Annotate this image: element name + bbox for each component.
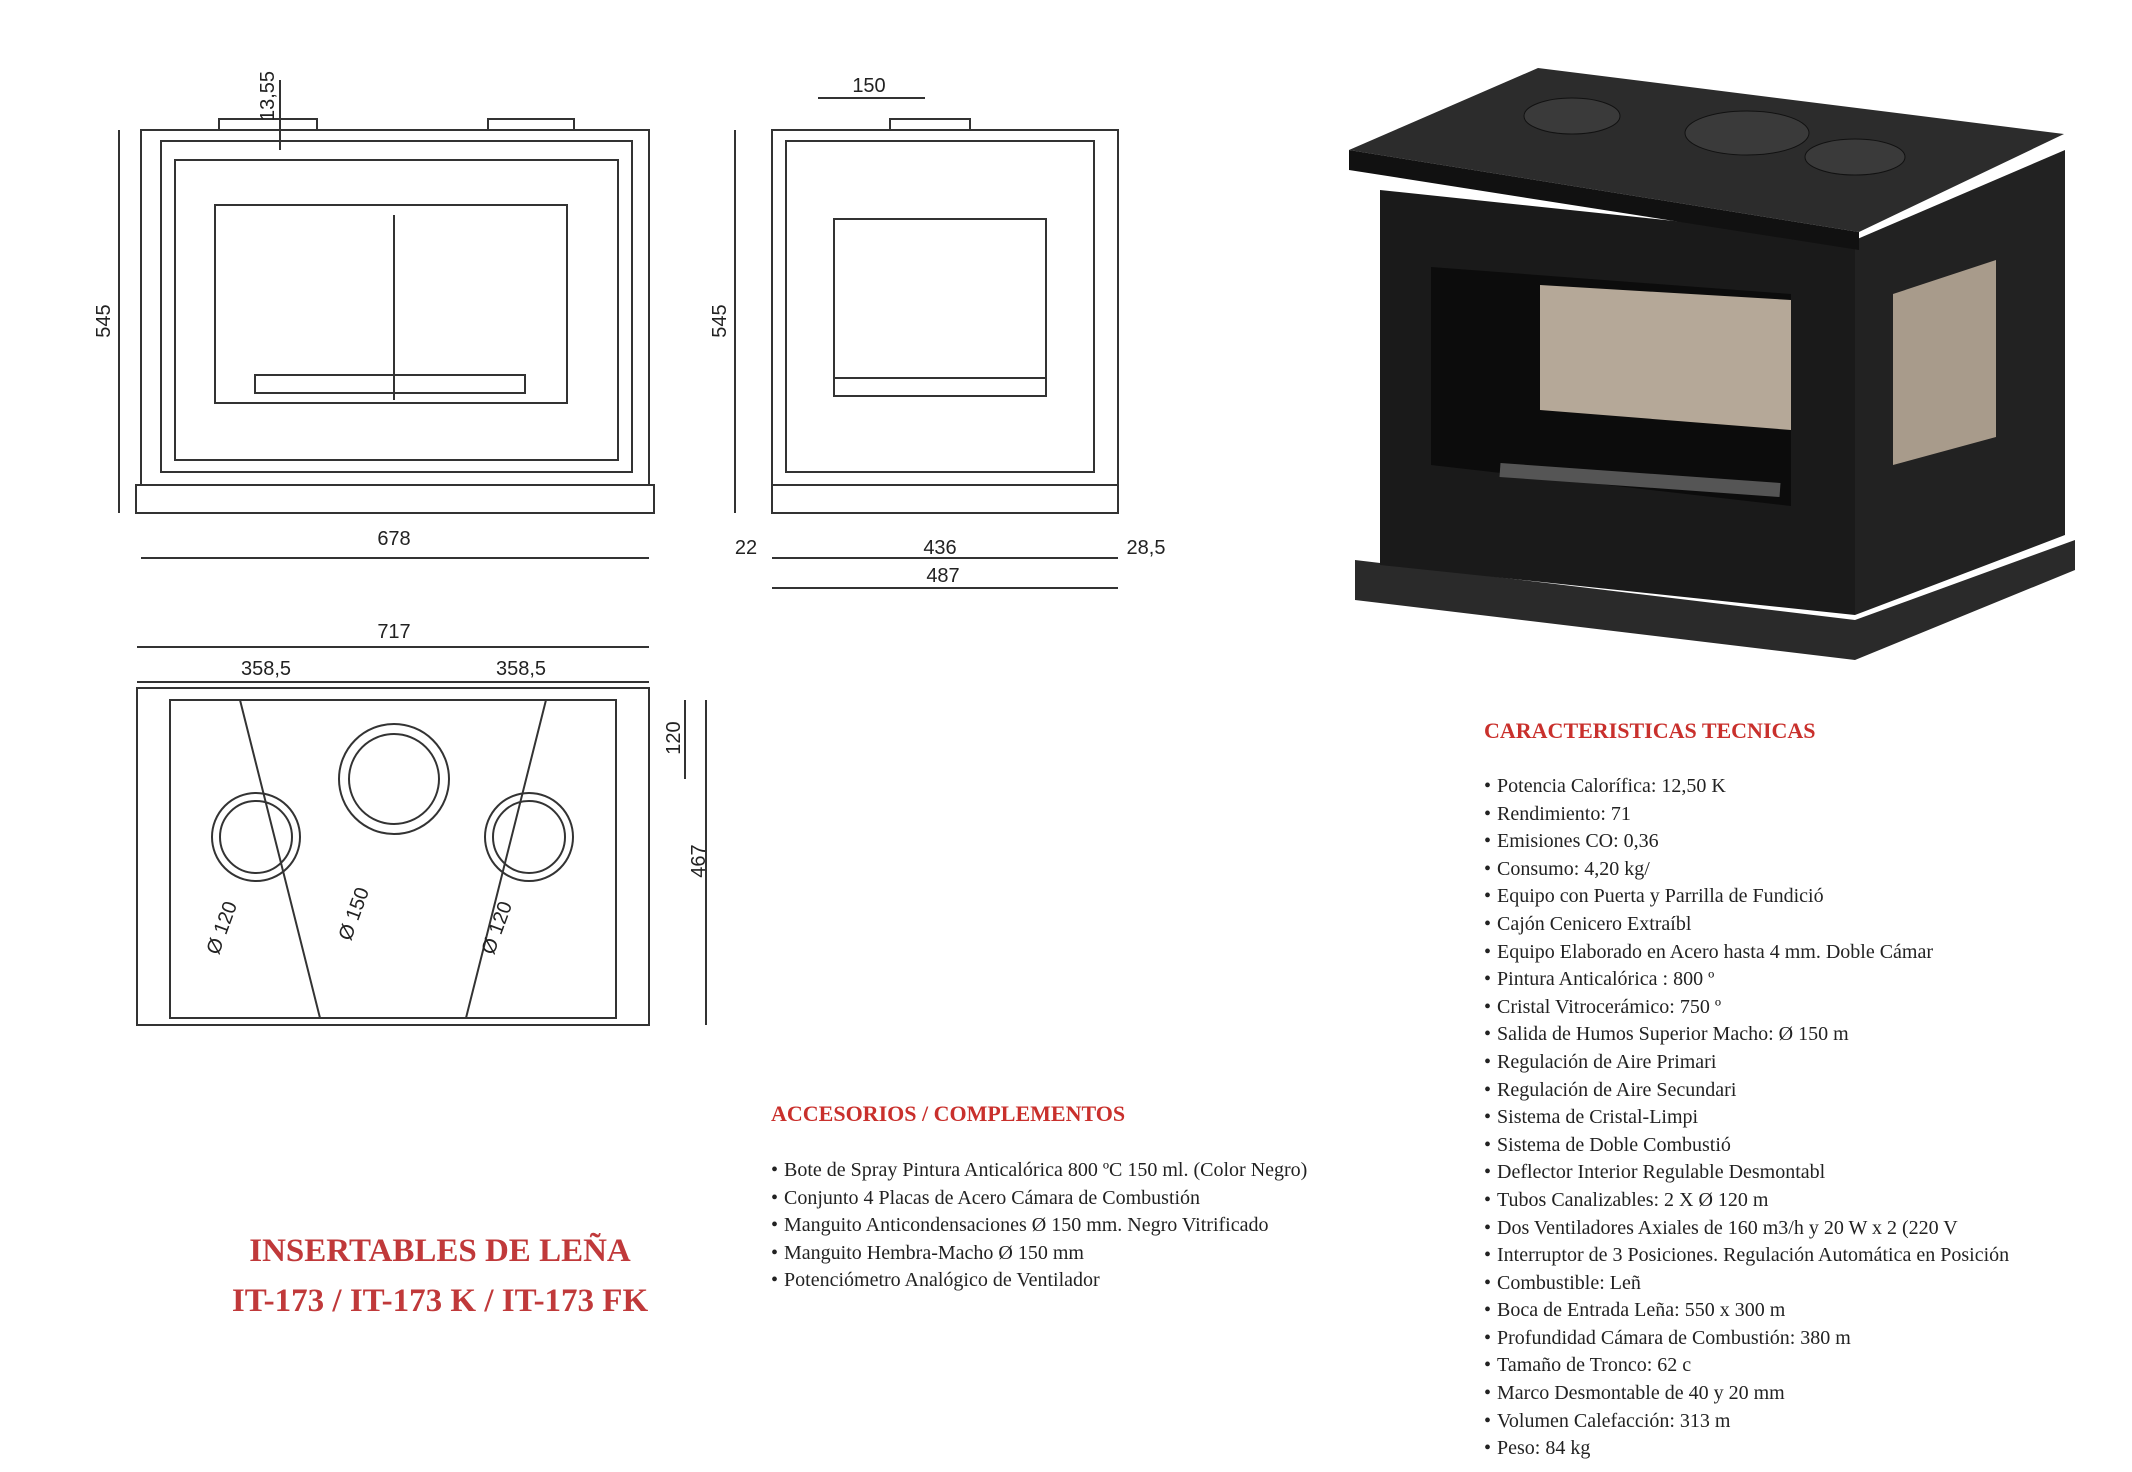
list-item: Sistema de Doble Combustió <box>1484 1132 2009 1160</box>
list-item: Potenciómetro Analógico de Ventilador <box>771 1267 1307 1295</box>
list-item: Dos Ventiladores Axiales de 160 m3/h y 2… <box>1484 1215 2009 1243</box>
dim-front-width: 678 <box>377 528 410 550</box>
list-item: Salida de Humos Superior Macho: Ø 150 m <box>1484 1021 2009 1049</box>
list-item: Consumo: 4,20 kg/ <box>1484 856 2009 884</box>
list-item: Potencia Calorífica: 12,50 K <box>1484 773 2009 801</box>
list-item: Pintura Anticalórica : 800 º <box>1484 966 2009 994</box>
list-item: Tubos Canalizables: 2 X Ø 120 m <box>1484 1187 2009 1215</box>
list-item: Emisiones CO: 0,36 <box>1484 828 2009 856</box>
list-item: Manguito Anticondensaciones Ø 150 mm. Ne… <box>771 1212 1307 1240</box>
dim-side-body: 436 <box>923 537 956 559</box>
dim-front-top-offset: 13,55 <box>257 71 279 121</box>
list-item: Regulación de Aire Secundari <box>1484 1077 2009 1105</box>
dim-top-d-left: Ø 120 <box>203 899 242 958</box>
list-item: Volumen Calefacción: 313 m <box>1484 1408 2009 1436</box>
product-title: INSERTABLES DE LEÑA <box>249 1233 631 1269</box>
dim-top-d-right: Ø 120 <box>478 899 517 958</box>
dim-side-right: 28,5 <box>1127 537 1166 559</box>
dim-side-left: 22 <box>735 537 757 559</box>
dim-side-flue: 150 <box>852 75 885 97</box>
list-item: Cristal Vitrocerámico: 750 º <box>1484 994 2009 1022</box>
specs-list: Potencia Calorífica: 12,50 KRendimiento:… <box>1484 773 2009 1463</box>
list-item: Tamaño de Tronco: 62 c <box>1484 1352 2009 1380</box>
list-item: Profundidad Cámara de Combustión: 380 m <box>1484 1325 2009 1353</box>
dim-top-d-center: Ø 150 <box>335 885 374 944</box>
dim-top-offset: 120 <box>663 721 685 754</box>
list-item: Regulación de Aire Primari <box>1484 1049 2009 1077</box>
list-item: Rendimiento: 71 <box>1484 801 2009 829</box>
list-item: Interruptor de 3 Posiciones. Regulación … <box>1484 1242 2009 1270</box>
list-item: Equipo Elaborado en Acero hasta 4 mm. Do… <box>1484 939 2009 967</box>
dim-side-total: 487 <box>926 565 959 587</box>
accessories-heading: ACCESORIOS / COMPLEMENTOS <box>771 1101 1126 1126</box>
front-view-drawing <box>118 80 655 559</box>
stove-3d-render <box>1349 68 2075 660</box>
product-models: IT-173 / IT-173 K / IT-173 FK <box>231 1283 649 1319</box>
list-item: Deflector Interior Regulable Desmontabl <box>1484 1159 2009 1187</box>
dim-top-width: 717 <box>377 621 410 643</box>
list-item: Marco Desmontable de 40 y 20 mm <box>1484 1380 2009 1408</box>
list-item: Combustible: Leñ <box>1484 1270 2009 1298</box>
side-view-drawing <box>734 97 1119 589</box>
list-item: Sistema de Cristal-Limpi <box>1484 1104 2009 1132</box>
dim-top-depth: 467 <box>688 844 710 877</box>
accessories-list: Bote de Spray Pintura Anticalórica 800 º… <box>771 1157 1307 1295</box>
dim-top-half-right: 358,5 <box>496 658 546 680</box>
list-item: Bote de Spray Pintura Anticalórica 800 º… <box>771 1157 1307 1185</box>
dim-front-height: 545 <box>93 304 115 337</box>
top-view-drawing <box>136 646 707 1026</box>
dim-side-height: 545 <box>709 304 731 337</box>
list-item: Cajón Cenicero Extraíbl <box>1484 911 2009 939</box>
dim-top-half-left: 358,5 <box>241 658 291 680</box>
list-item: Boca de Entrada Leña: 550 x 300 m <box>1484 1297 2009 1325</box>
list-item: Peso: 84 kg <box>1484 1435 2009 1463</box>
list-item: Manguito Hembra-Macho Ø 150 mm <box>771 1240 1307 1268</box>
list-item: Equipo con Puerta y Parrilla de Fundició <box>1484 883 2009 911</box>
list-item: Conjunto 4 Placas de Acero Cámara de Com… <box>771 1185 1307 1213</box>
specs-heading: CARACTERISTICAS TECNICAS <box>1484 718 1816 743</box>
